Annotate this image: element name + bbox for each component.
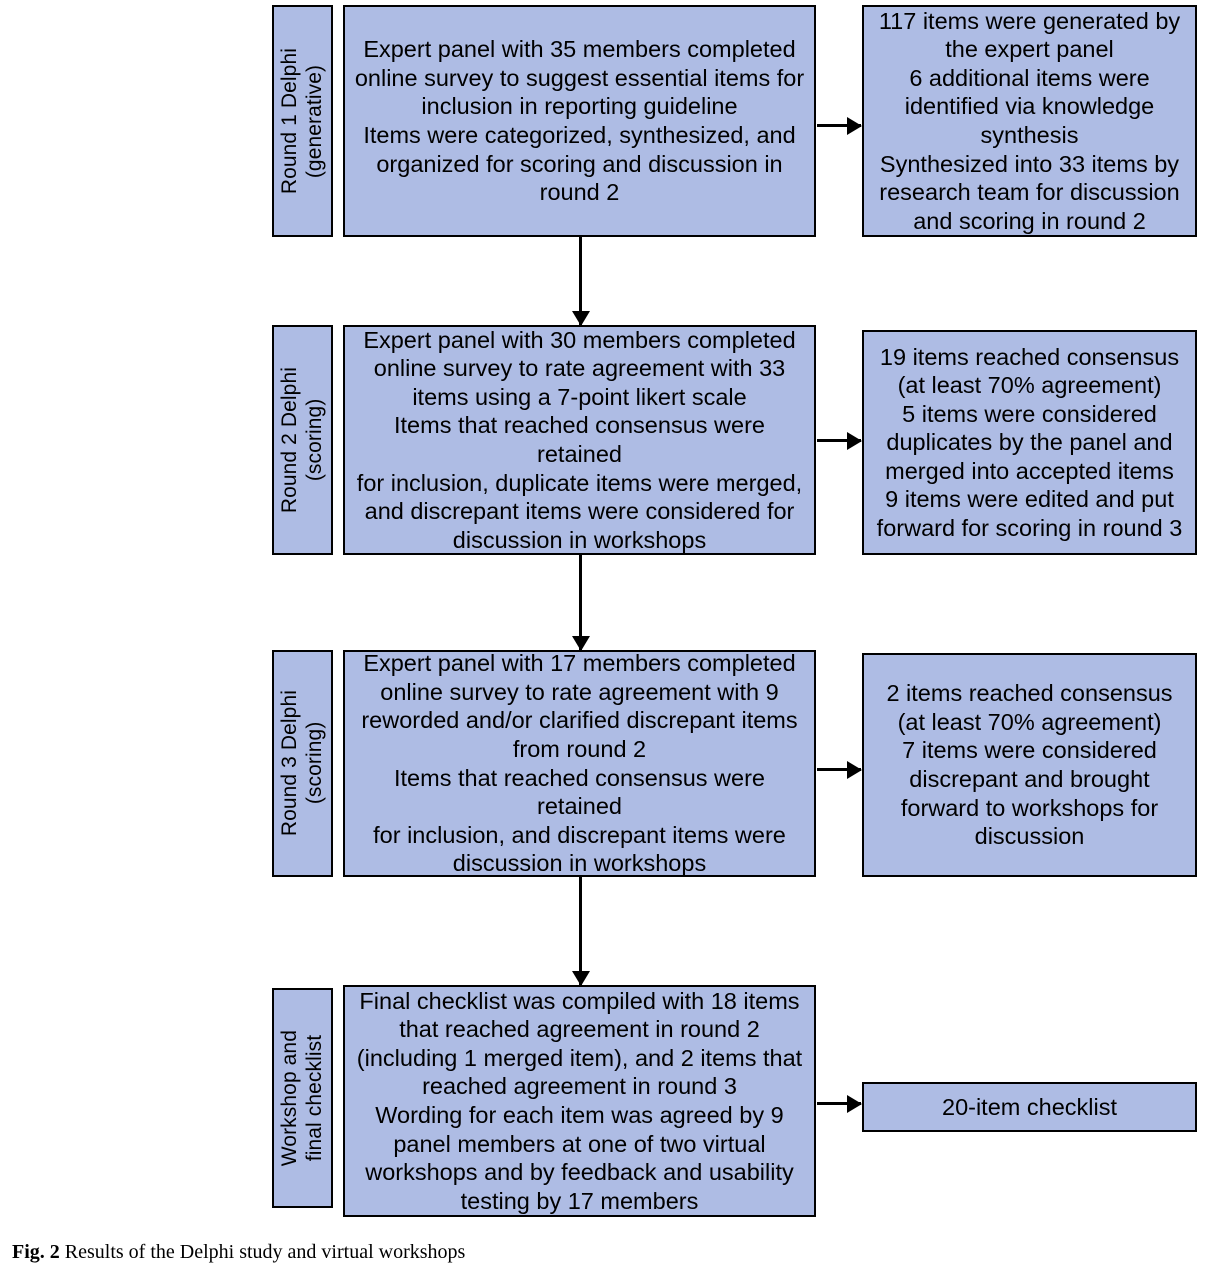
arrow-round-3-to-workshop [579,877,582,985]
stage-label-box-round-1: Round 1 Delphi (generative) [272,5,333,237]
process-text-workshop: Final checklist was compiled with 18 ite… [356,987,803,1214]
arrow-round-2-to-round-3 [579,555,582,650]
process-box-round-3: Expert panel with 17 members completed o… [343,650,816,877]
result-text-round-2: 19 items reached consensus (at least 70%… [876,343,1183,541]
result-text-round-1: 117 items were generated by the expert p… [878,7,1181,234]
arrow-workshop-to-checklist [817,1102,861,1105]
stage-label-round-2: Round 2 Delphi (scoring) [277,366,326,514]
process-box-round-2: Expert panel with 30 members completed o… [343,325,816,555]
stage-label-round-1: Round 1 Delphi (generative) [277,47,326,195]
stage-label-box-workshop: Workshop and final checklist [272,988,333,1208]
stage-label-box-round-2: Round 2 Delphi (scoring) [272,325,333,555]
process-box-workshop: Final checklist was compiled with 18 ite… [343,985,816,1217]
result-box-round-3: 2 items reached consensus (at least 70% … [862,653,1197,877]
figure-number: Fig. 2 [12,1241,60,1263]
result-box-round-1: 117 items were generated by the expert p… [862,5,1197,237]
figure-caption-text: Results of the Delphi study and virtual … [59,1241,466,1263]
figure-caption: Fig. 2 Results of the Delphi study and v… [12,1240,1202,1265]
result-box-final-checklist: 20-item checklist [862,1082,1197,1132]
result-text-round-3: 2 items reached consensus (at least 70% … [886,680,1173,850]
arrow-round-3-to-result [817,768,861,771]
process-text-round-1: Expert panel with 35 members completed o… [354,36,805,206]
stage-label-box-round-3: Round 3 Delphi (scoring) [272,650,333,877]
arrow-round-1-to-round-2 [579,237,582,325]
result-box-round-2: 19 items reached consensus (at least 70%… [862,330,1197,555]
process-text-round-3: Expert panel with 17 members completed o… [361,650,798,877]
process-box-round-1: Expert panel with 35 members completed o… [343,5,816,237]
stage-label-workshop: Workshop and final checklist [277,1029,326,1167]
arrow-round-1-to-result [817,124,861,127]
arrow-round-2-to-result [817,439,861,442]
stage-label-round-3: Round 3 Delphi (scoring) [277,690,326,837]
result-text-final-checklist: 20-item checklist [942,1093,1117,1120]
process-text-round-2: Expert panel with 30 members completed o… [356,326,803,553]
